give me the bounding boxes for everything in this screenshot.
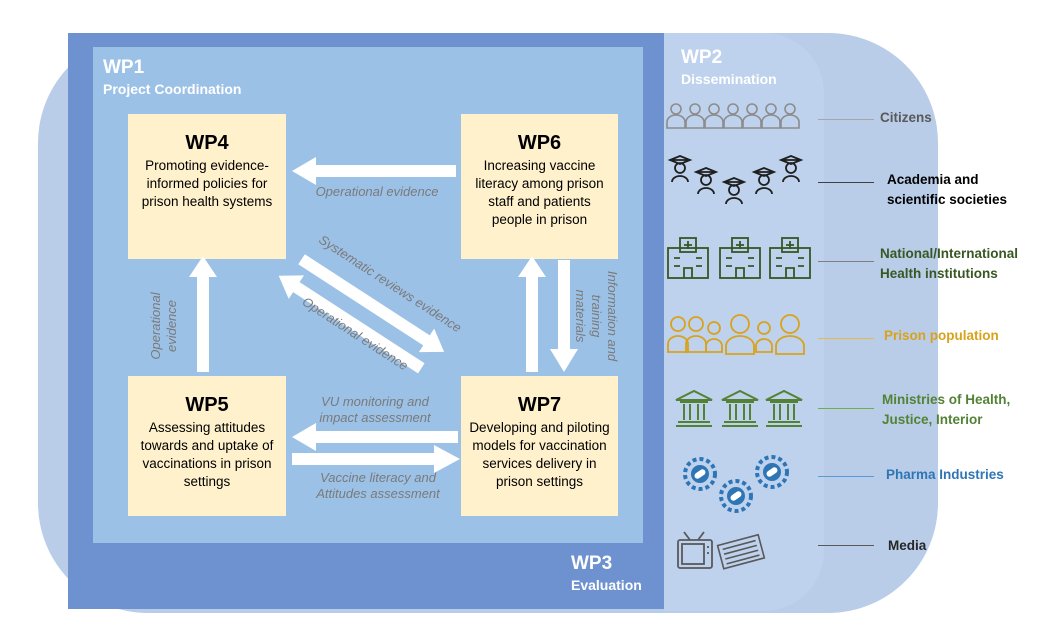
wp4-title: WP4 bbox=[185, 132, 229, 154]
label-wp6-wp7: Information and training materials bbox=[572, 261, 620, 371]
ministries-connector bbox=[818, 408, 874, 409]
stakeholder-health-institutions-line2: Health institutions bbox=[880, 266, 998, 281]
stakeholder-media-line1: Media bbox=[888, 538, 927, 553]
citizens-connector bbox=[818, 119, 874, 120]
label-wp7-wp5-line1: VU monitoring and bbox=[321, 394, 429, 409]
wp2-dissemination-panel bbox=[664, 33, 824, 611]
stakeholder-health-institutions: National/International Health institutio… bbox=[880, 244, 1018, 284]
wp7-box: WP7 Developing and piloting models for v… bbox=[461, 376, 618, 516]
stakeholder-prison-population-line1: Prison population bbox=[884, 328, 999, 343]
label-wp6-wp7-line1: Information and bbox=[605, 270, 620, 362]
ministry-building-icon bbox=[675, 389, 803, 427]
arrow-wp5-to-wp4 bbox=[189, 256, 217, 372]
pharma-connector bbox=[818, 476, 874, 477]
stakeholder-pharma: Pharma Industries bbox=[886, 465, 1004, 485]
wp2-subtitle: Dissemination bbox=[681, 71, 777, 87]
wp6-description: Increasing vaccine literacy among prison… bbox=[475, 158, 604, 227]
arrow-wp5-to-wp7 bbox=[292, 445, 460, 473]
wp3-subtitle: Evaluation bbox=[571, 577, 642, 593]
label-wp7-wp5: VU monitoring and impact assessment bbox=[300, 394, 450, 426]
wp7-title: WP7 bbox=[517, 394, 562, 416]
label-wp6-wp4: Operational evidence bbox=[315, 184, 439, 199]
wp6-box: WP6 Increasing vaccine literacy among pr… bbox=[461, 114, 618, 259]
stakeholder-ministries-line2: Justice, Interior bbox=[882, 412, 983, 427]
wp2-heading: WP2 Dissemination bbox=[681, 47, 777, 87]
media-connector bbox=[818, 545, 874, 546]
stakeholder-health-institutions-line1: National/International bbox=[880, 246, 1019, 261]
arrow-wp6-to-wp4 bbox=[292, 157, 456, 185]
label-wp5-wp4: Operational evidence bbox=[148, 266, 180, 386]
media-icon bbox=[677, 531, 766, 570]
stakeholder-ministries: Ministries of Health, Justice, Interior bbox=[882, 390, 1010, 430]
label-wp6-wp7-line3: materials bbox=[573, 289, 588, 343]
wp3-heading: WP3 Evaluation bbox=[571, 553, 642, 593]
label-wp5-wp7-line1: Vaccine literacy and bbox=[320, 470, 436, 485]
label-wp5-wp4-line2: evidence bbox=[164, 299, 179, 353]
label-wp5-wp7-line2: Attitudes assessment bbox=[316, 486, 440, 501]
arrow-wp7-to-wp4 bbox=[278, 275, 425, 374]
stakeholder-pharma-line1: Pharma Industries bbox=[886, 467, 1004, 482]
arrow-wp7-to-wp6 bbox=[518, 256, 546, 372]
wp6-title: WP6 bbox=[517, 132, 562, 154]
arrow-wp4-to-wp7 bbox=[298, 254, 445, 353]
wp3-number: WP3 bbox=[571, 553, 613, 574]
stakeholder-citizens: Citizens bbox=[880, 108, 932, 128]
label-wp6-wp7-line2: training bbox=[589, 294, 604, 338]
academia-connector bbox=[818, 182, 874, 183]
prison-population-icon bbox=[667, 314, 805, 355]
stakeholder-academia: Academia and scientific societies bbox=[887, 170, 1007, 210]
wp7-description: Developing and piloting models for vacci… bbox=[469, 420, 610, 489]
stakeholder-prison-population: Prison population bbox=[884, 326, 999, 346]
label-wp5-wp4-line1: Operational bbox=[148, 292, 163, 360]
health-institutions-connector bbox=[818, 261, 874, 262]
stakeholder-media: Media bbox=[888, 536, 926, 556]
arrow-wp6-to-wp7 bbox=[550, 260, 578, 372]
wp2-number: WP2 bbox=[681, 47, 723, 68]
wp4-description: Promoting evidence-informed policies for… bbox=[141, 158, 273, 209]
citizens-icon bbox=[666, 103, 800, 129]
stakeholder-academia-line2: scientific societies bbox=[887, 192, 1008, 207]
stakeholder-academia-line1: Academia and bbox=[887, 172, 979, 187]
prison-population-connector bbox=[818, 338, 874, 339]
stakeholder-ministries-line1: Ministries of Health, bbox=[882, 392, 1011, 407]
wp5-description: Assessing attitudes towards and uptake o… bbox=[140, 420, 274, 489]
wp4-box: WP4 Promoting evidence-informed policies… bbox=[128, 114, 286, 259]
stakeholder-citizens-line1: Citizens bbox=[880, 110, 932, 125]
label-wp7-wp5-line2: impact assessment bbox=[319, 410, 431, 425]
wp5-title: WP5 bbox=[185, 394, 229, 416]
wp1-number: WP1 bbox=[103, 57, 145, 78]
wp5-box: WP5 Assessing attitudes towards and upta… bbox=[128, 376, 286, 516]
wp1-heading: WP1 Project Coordination bbox=[103, 57, 241, 97]
pharma-gear-icon bbox=[683, 455, 789, 513]
label-wp5-wp7: Vaccine literacy and Attitudes assessmen… bbox=[298, 470, 458, 502]
wp1-subtitle: Project Coordination bbox=[103, 81, 242, 97]
arrow-wp7-to-wp5 bbox=[292, 423, 458, 451]
hospital-icon bbox=[667, 237, 811, 279]
graduates-icon bbox=[667, 155, 804, 205]
